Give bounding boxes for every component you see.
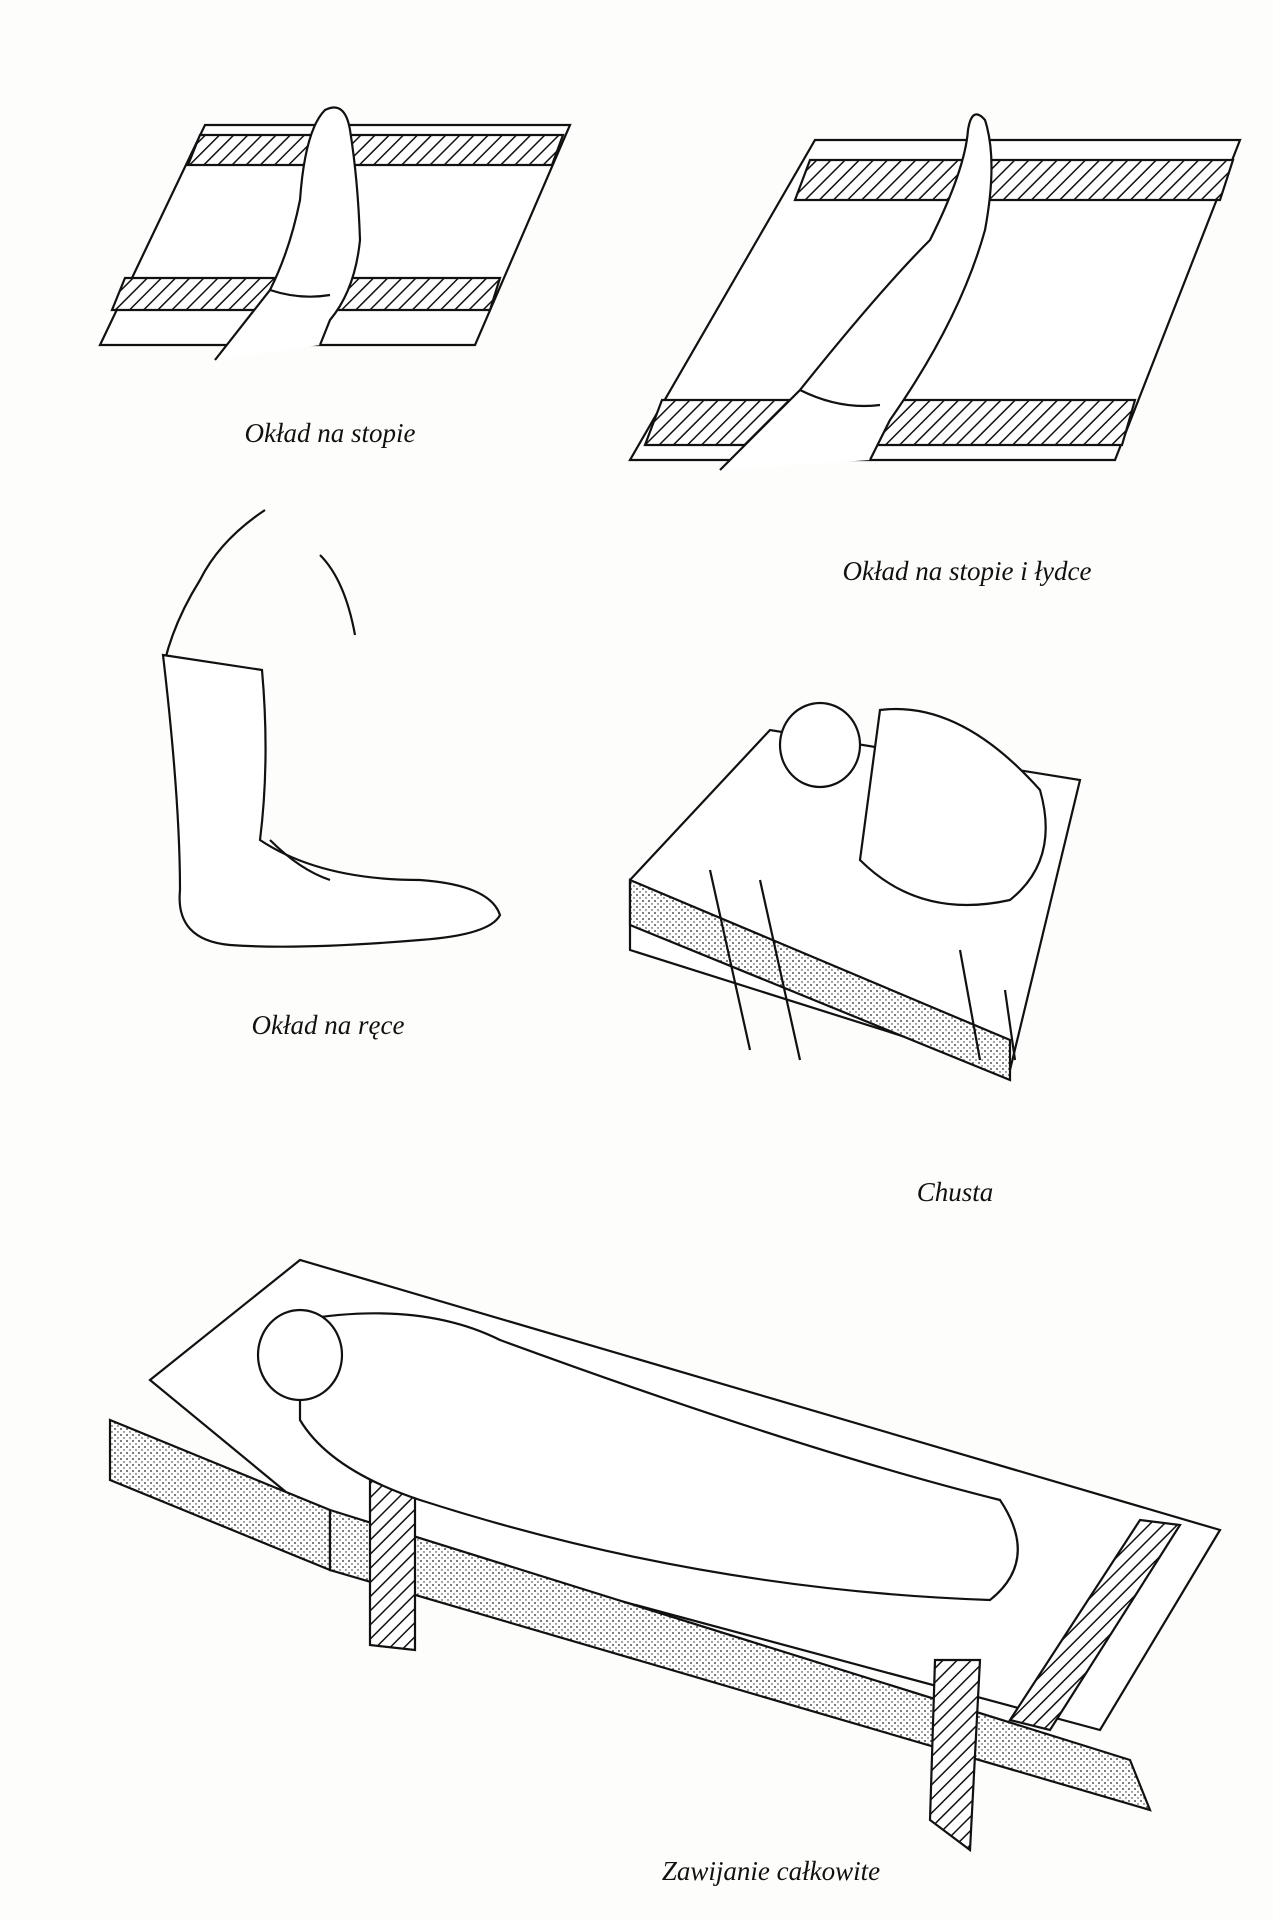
foot-compress-illustration bbox=[98, 106, 572, 361]
foot-calf-compress-illustration bbox=[628, 113, 1242, 471]
full-body-wrap-illustration bbox=[108, 1258, 1222, 1853]
figure-caption-foot-compress: Okład na stopie bbox=[244, 418, 416, 448]
figure-caption-shawl: Chusta bbox=[916, 1177, 994, 1207]
figure-caption-arm-compress: Okład na ręce bbox=[251, 1010, 405, 1040]
shawl-wrap-illustration bbox=[628, 701, 1082, 1082]
arm-compress-illustration bbox=[161, 509, 502, 948]
figure-caption-foot-calf-compress: Okład na stopie i łydce bbox=[842, 556, 1092, 586]
figure-caption-full-body-wrap: Zawijanie całkowite bbox=[661, 1856, 881, 1886]
